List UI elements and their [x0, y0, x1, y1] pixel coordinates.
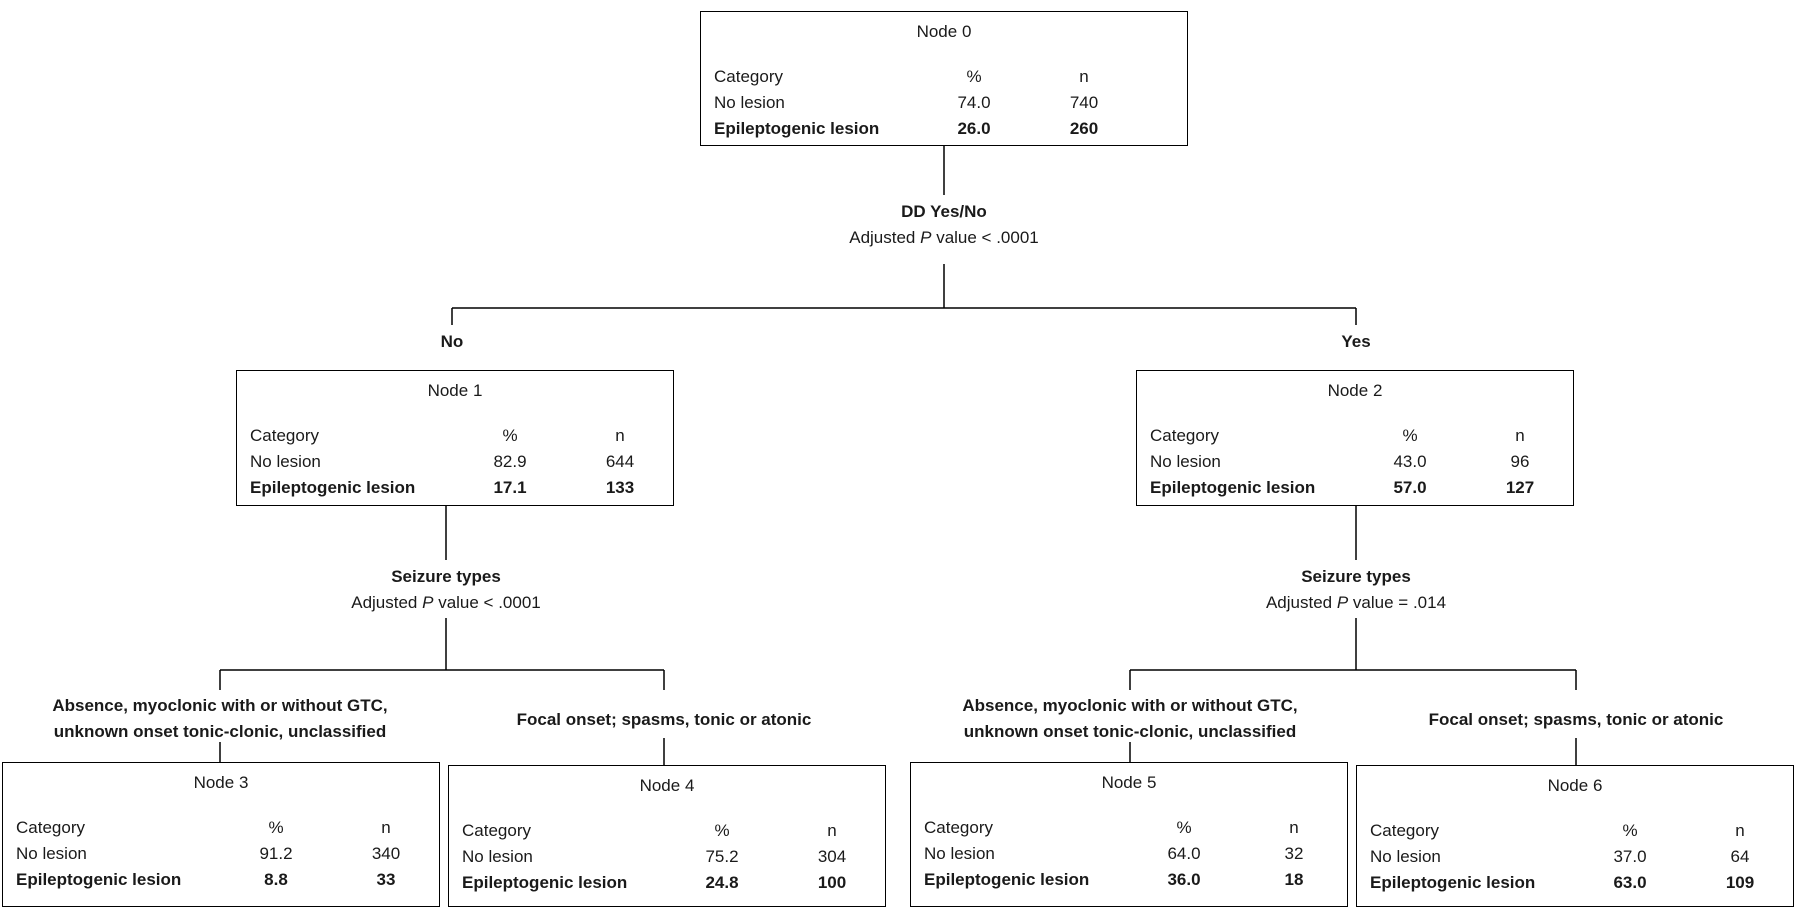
branch-label-yes: Yes	[1341, 332, 1371, 351]
branch-label-group-a-right: Absence, myoclonic with or without GTC, …	[962, 696, 1298, 741]
node-title: Node 0	[916, 22, 972, 41]
split-label-seizure-right: Seizure types Adjusted P value = .014	[1156, 564, 1556, 616]
split-label-seizure-left: Seizure types Adjusted P value < .0001	[246, 564, 646, 616]
node-title: Node 2	[1327, 381, 1383, 400]
split-p-value: Adjusted P value < .0001	[849, 228, 1039, 247]
split-label-dd: DD Yes/No Adjusted P value < .0001	[744, 199, 1144, 251]
branch-label-group-b-right: Focal onset; spasms, tonic or atonic	[1428, 710, 1724, 729]
split-p-value: Adjusted P value < .0001	[351, 593, 541, 612]
node-title: Node 5	[1101, 773, 1157, 792]
branch-label-no: No	[440, 332, 464, 351]
split-variable: DD Yes/No	[901, 202, 987, 221]
node-title: Node 6	[1547, 776, 1603, 795]
node-title: Node 3	[193, 773, 249, 792]
split-variable: Seizure types	[1301, 567, 1411, 586]
branch-label-group-a-left: Absence, myoclonic with or without GTC, …	[52, 696, 388, 741]
split-p-value: Adjusted P value = .014	[1265, 593, 1447, 612]
branch-label-group-b-left: Focal onset; spasms, tonic or atonic	[516, 710, 812, 729]
node-title: Node 4	[639, 776, 695, 795]
node-title: Node 1	[427, 381, 483, 400]
split-variable: Seizure types	[391, 567, 501, 586]
